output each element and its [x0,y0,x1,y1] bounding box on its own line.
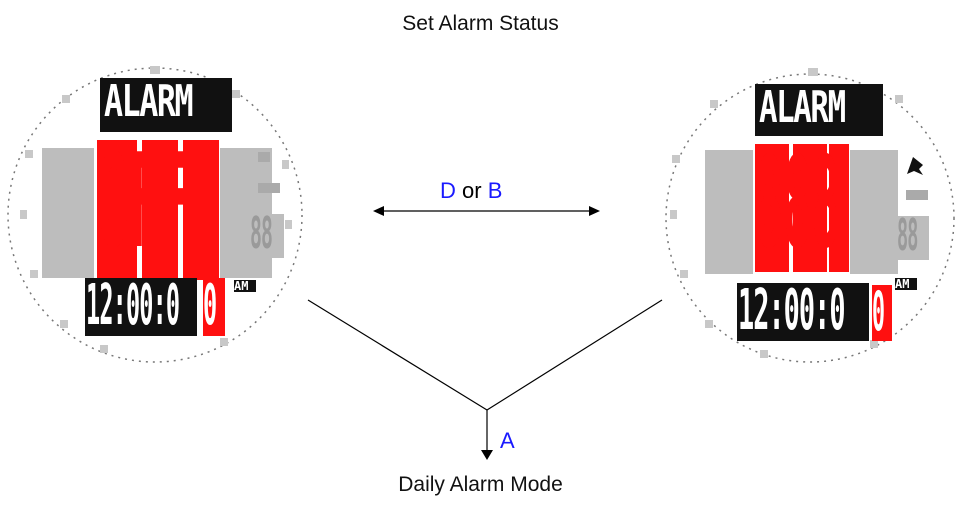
or-label: or [455,178,488,203]
left-ampm: AM [234,279,249,293]
left-time: 12:00:0 [86,273,180,338]
right-alarm-header: ALARM [759,82,846,133]
bottom-title: Daily Alarm Mode [398,473,563,496]
right-small-digits: 88 [897,210,918,261]
left-watch-face [7,66,303,363]
page-title: Set Alarm Status [402,12,559,35]
bell-icon [907,157,923,175]
left-alarm-header: ALARM [104,76,194,127]
right-time-seconds: 0 [872,280,885,343]
right-watch-face [665,68,955,363]
down-arrow [481,450,493,460]
key-b-label: B [487,178,503,203]
key-a-label: A [500,428,515,453]
left-alarm-status: OFF [97,125,194,277]
left-small-digits: 88 [250,208,273,259]
right-arrowhead [589,206,600,216]
left-time-seconds: 0 [203,273,217,338]
left-arrowhead [373,206,384,216]
right-ampm: AM [895,277,910,291]
key-d-label: D [440,178,456,203]
right-time: 12:00:0 [738,278,846,343]
right-alarm-status: 888 [755,129,840,276]
transition-label: D or B [440,178,502,204]
